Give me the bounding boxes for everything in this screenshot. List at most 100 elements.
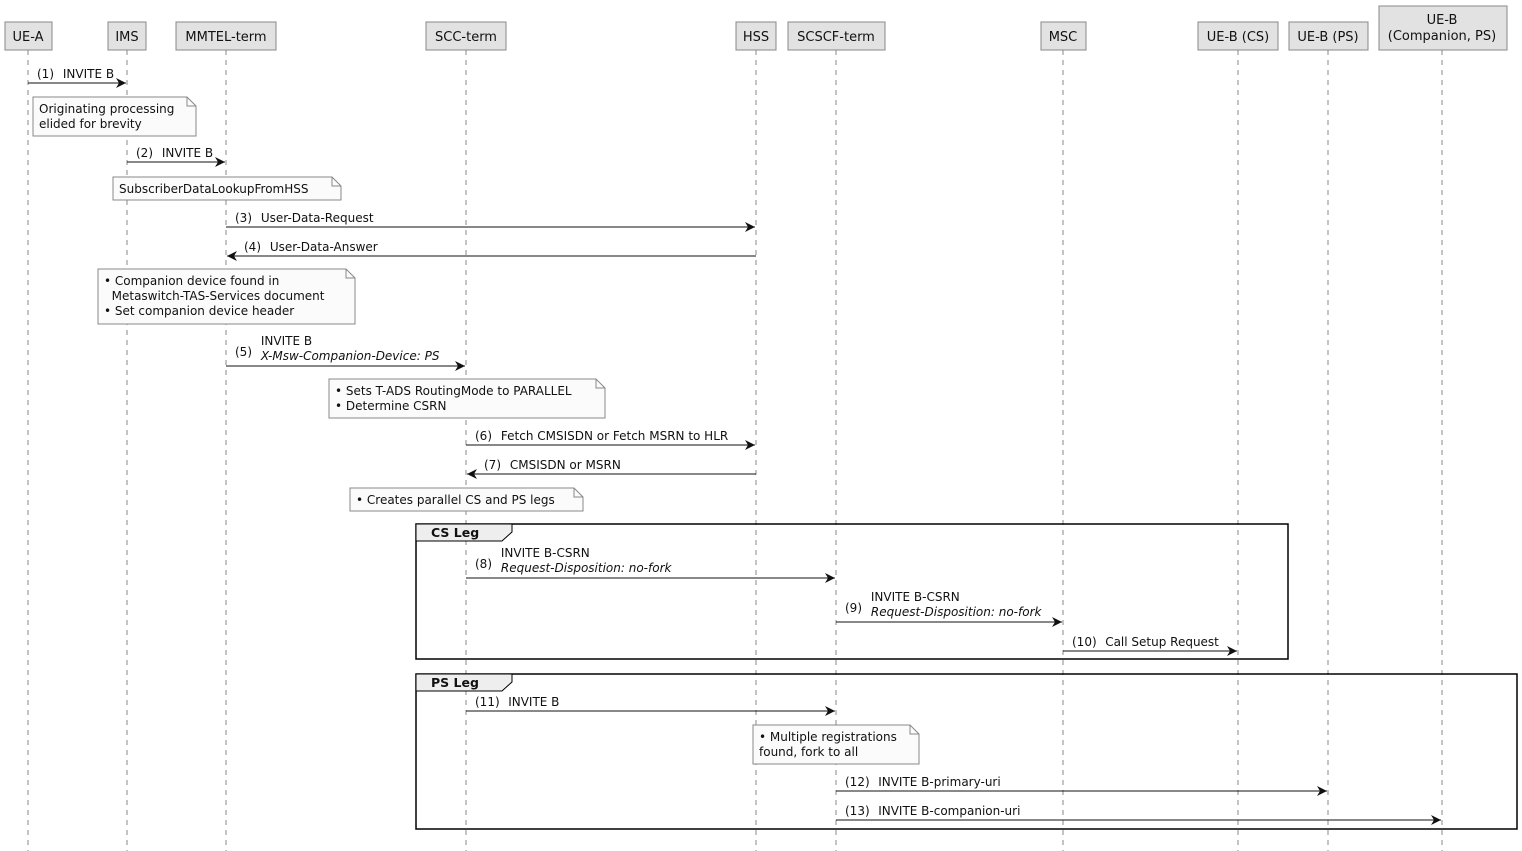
- message-label: INVITE B: [508, 695, 559, 709]
- note-text: found, fork to all: [759, 745, 858, 759]
- fragment-cs-leg: CS Leg: [415, 523, 1289, 660]
- message-label: INVITE B-companion-uri: [878, 804, 1020, 818]
- note-box: [752, 724, 920, 765]
- note-text: • Determine CSRN: [335, 399, 446, 413]
- note-text: Originating processing: [39, 102, 174, 116]
- message-number: (1): [37, 67, 54, 81]
- participant-label: UE-B (CS): [1207, 30, 1269, 45]
- note-text: • Multiple registrations: [759, 730, 897, 744]
- note: • Sets T-ADS RoutingMode to PARALLEL• De…: [328, 378, 606, 419]
- note-box: [97, 268, 356, 325]
- fragment-frame: [415, 523, 1289, 660]
- fragment-tab: [415, 523, 513, 542]
- participant-msc: MSC: [1040, 21, 1087, 51]
- participant-box: [735, 21, 777, 51]
- message-label: Request-Disposition: no-fork: [871, 605, 1043, 619]
- participant-label: SCSCF-term: [797, 30, 875, 45]
- message-5: (5) INVITE BX-Msw-Companion-Device: PS: [226, 334, 465, 371]
- participant-box: [1288, 21, 1369, 51]
- message-10: (10) Call Setup Request: [1063, 635, 1237, 656]
- note-box: [32, 96, 197, 137]
- message-number: (2): [136, 146, 153, 160]
- message-label: INVITE B: [63, 67, 114, 81]
- participant-uea: UE-A: [4, 21, 53, 51]
- note-text: elided for brevity: [39, 117, 142, 131]
- fragment-tab: [415, 673, 513, 692]
- note-box: [349, 487, 584, 512]
- message-number: (12): [845, 775, 870, 789]
- message-label: INVITE B-CSRN: [501, 546, 590, 560]
- message-label: Call Setup Request: [1105, 635, 1219, 649]
- message-6: (6) Fetch CMSISDN or Fetch MSRN to HLR: [466, 429, 755, 450]
- message-13: (13) INVITE B-companion-uri: [836, 804, 1441, 825]
- note-text: • Companion device found in: [104, 274, 279, 288]
- participant-uebcs: UE-B (CS): [1197, 21, 1279, 51]
- message-label: Fetch CMSISDN or Fetch MSRN to HLR: [501, 429, 728, 443]
- message-label: CMSISDN or MSRN: [510, 458, 621, 472]
- message-label: User-Data-Answer: [270, 240, 378, 254]
- participant-box: [107, 21, 147, 51]
- message-label: INVITE B-primary-uri: [878, 775, 1001, 789]
- message-11: (11)INVITE B: [466, 695, 835, 716]
- participant-uebcomp: UE-B(Companion, PS): [1378, 5, 1508, 51]
- note-box: [328, 378, 606, 419]
- participant-label: IMS: [115, 30, 138, 45]
- message-label: INVITE B-CSRN: [871, 590, 960, 604]
- participant-label: UE-B (PS): [1297, 30, 1358, 45]
- note-fold: [909, 725, 919, 735]
- message-12: (12) INVITE B-primary-uri: [836, 775, 1327, 796]
- message-3: (3) User-Data-Request: [226, 211, 755, 232]
- participant-scscf: SCSCF-term: [787, 21, 886, 51]
- note: • Companion device found in Metaswitch-T…: [97, 268, 356, 325]
- message-label: X-Msw-Companion-Device: PS: [260, 349, 440, 363]
- participant-label: (Companion, PS): [1388, 29, 1496, 44]
- participant-mmtel: MMTEL-term: [175, 21, 277, 51]
- message-number: (8): [475, 557, 492, 571]
- participant-label: HSS: [743, 30, 769, 45]
- participant-ims: IMS: [107, 21, 147, 51]
- note-text: • Creates parallel CS and PS legs: [356, 493, 555, 507]
- fragment-label: PS Leg: [431, 675, 479, 690]
- message-number: (7): [484, 458, 501, 472]
- participant-box: [1378, 5, 1508, 51]
- message-number: (13): [845, 804, 870, 818]
- message-2: (2)INVITE B: [127, 146, 225, 167]
- message-label: Request-Disposition: no-fork: [501, 561, 673, 575]
- participant-label: SCC-term: [435, 30, 497, 45]
- participant-box: [787, 21, 886, 51]
- fragment-frame: [415, 673, 1518, 830]
- note: SubscriberDataLookupFromHSS: [112, 176, 342, 201]
- message-4: (4) User-Data-Answer: [227, 240, 756, 261]
- note-text: • Sets T-ADS RoutingMode to PARALLEL: [335, 384, 572, 398]
- participant-label: UE-A: [12, 30, 43, 45]
- participant-box: [1197, 21, 1279, 51]
- note: • Creates parallel CS and PS legs: [349, 487, 584, 512]
- note-fold: [331, 177, 341, 187]
- participant-box: [425, 21, 507, 51]
- note-fold: [595, 379, 605, 389]
- note-fold: [186, 97, 196, 107]
- message-number: (5): [235, 345, 252, 359]
- message-label: INVITE B: [261, 334, 312, 348]
- message-7: (7) CMSISDN or MSRN: [467, 458, 756, 479]
- participant-box: [1040, 21, 1087, 51]
- fragment-ps-leg: PS Leg: [415, 673, 1518, 830]
- message-label: User-Data-Request: [261, 211, 374, 225]
- participant-hss: HSS: [735, 21, 777, 51]
- message-number: (3): [235, 211, 252, 225]
- note-text: SubscriberDataLookupFromHSS: [119, 182, 309, 196]
- message-1: (1) INVITE B: [28, 67, 126, 88]
- participant-label: MSC: [1049, 30, 1078, 45]
- note-box: [112, 176, 342, 201]
- note-fold: [345, 269, 355, 279]
- message-number: (6): [475, 429, 492, 443]
- message-number: (4): [244, 240, 261, 254]
- fragment-label: CS Leg: [431, 525, 479, 540]
- message-number: (10): [1072, 635, 1097, 649]
- participant-uebps: UE-B (PS): [1288, 21, 1369, 51]
- participant-label: MMTEL-term: [185, 30, 266, 45]
